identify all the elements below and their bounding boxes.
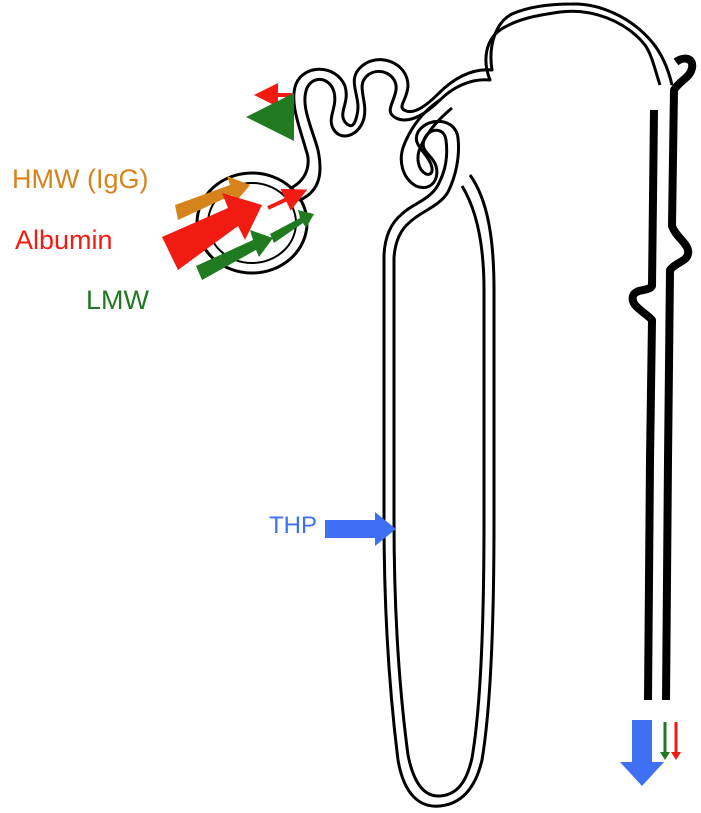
urine-output-arrows [620, 720, 681, 786]
proximal-tubule [291, 60, 492, 200]
loop-of-henle [384, 175, 494, 806]
distal-tubule [401, 4, 672, 222]
collecting-duct [633, 59, 693, 700]
filtration-arrows [162, 176, 314, 280]
thp-label: THP [269, 514, 317, 538]
reabsorption-arrows [262, 95, 292, 117]
lmw-label: LMW [86, 287, 149, 314]
hmw-igg-label: HMW (IgG) [12, 166, 148, 193]
albumin-label: Albumin [15, 227, 113, 254]
